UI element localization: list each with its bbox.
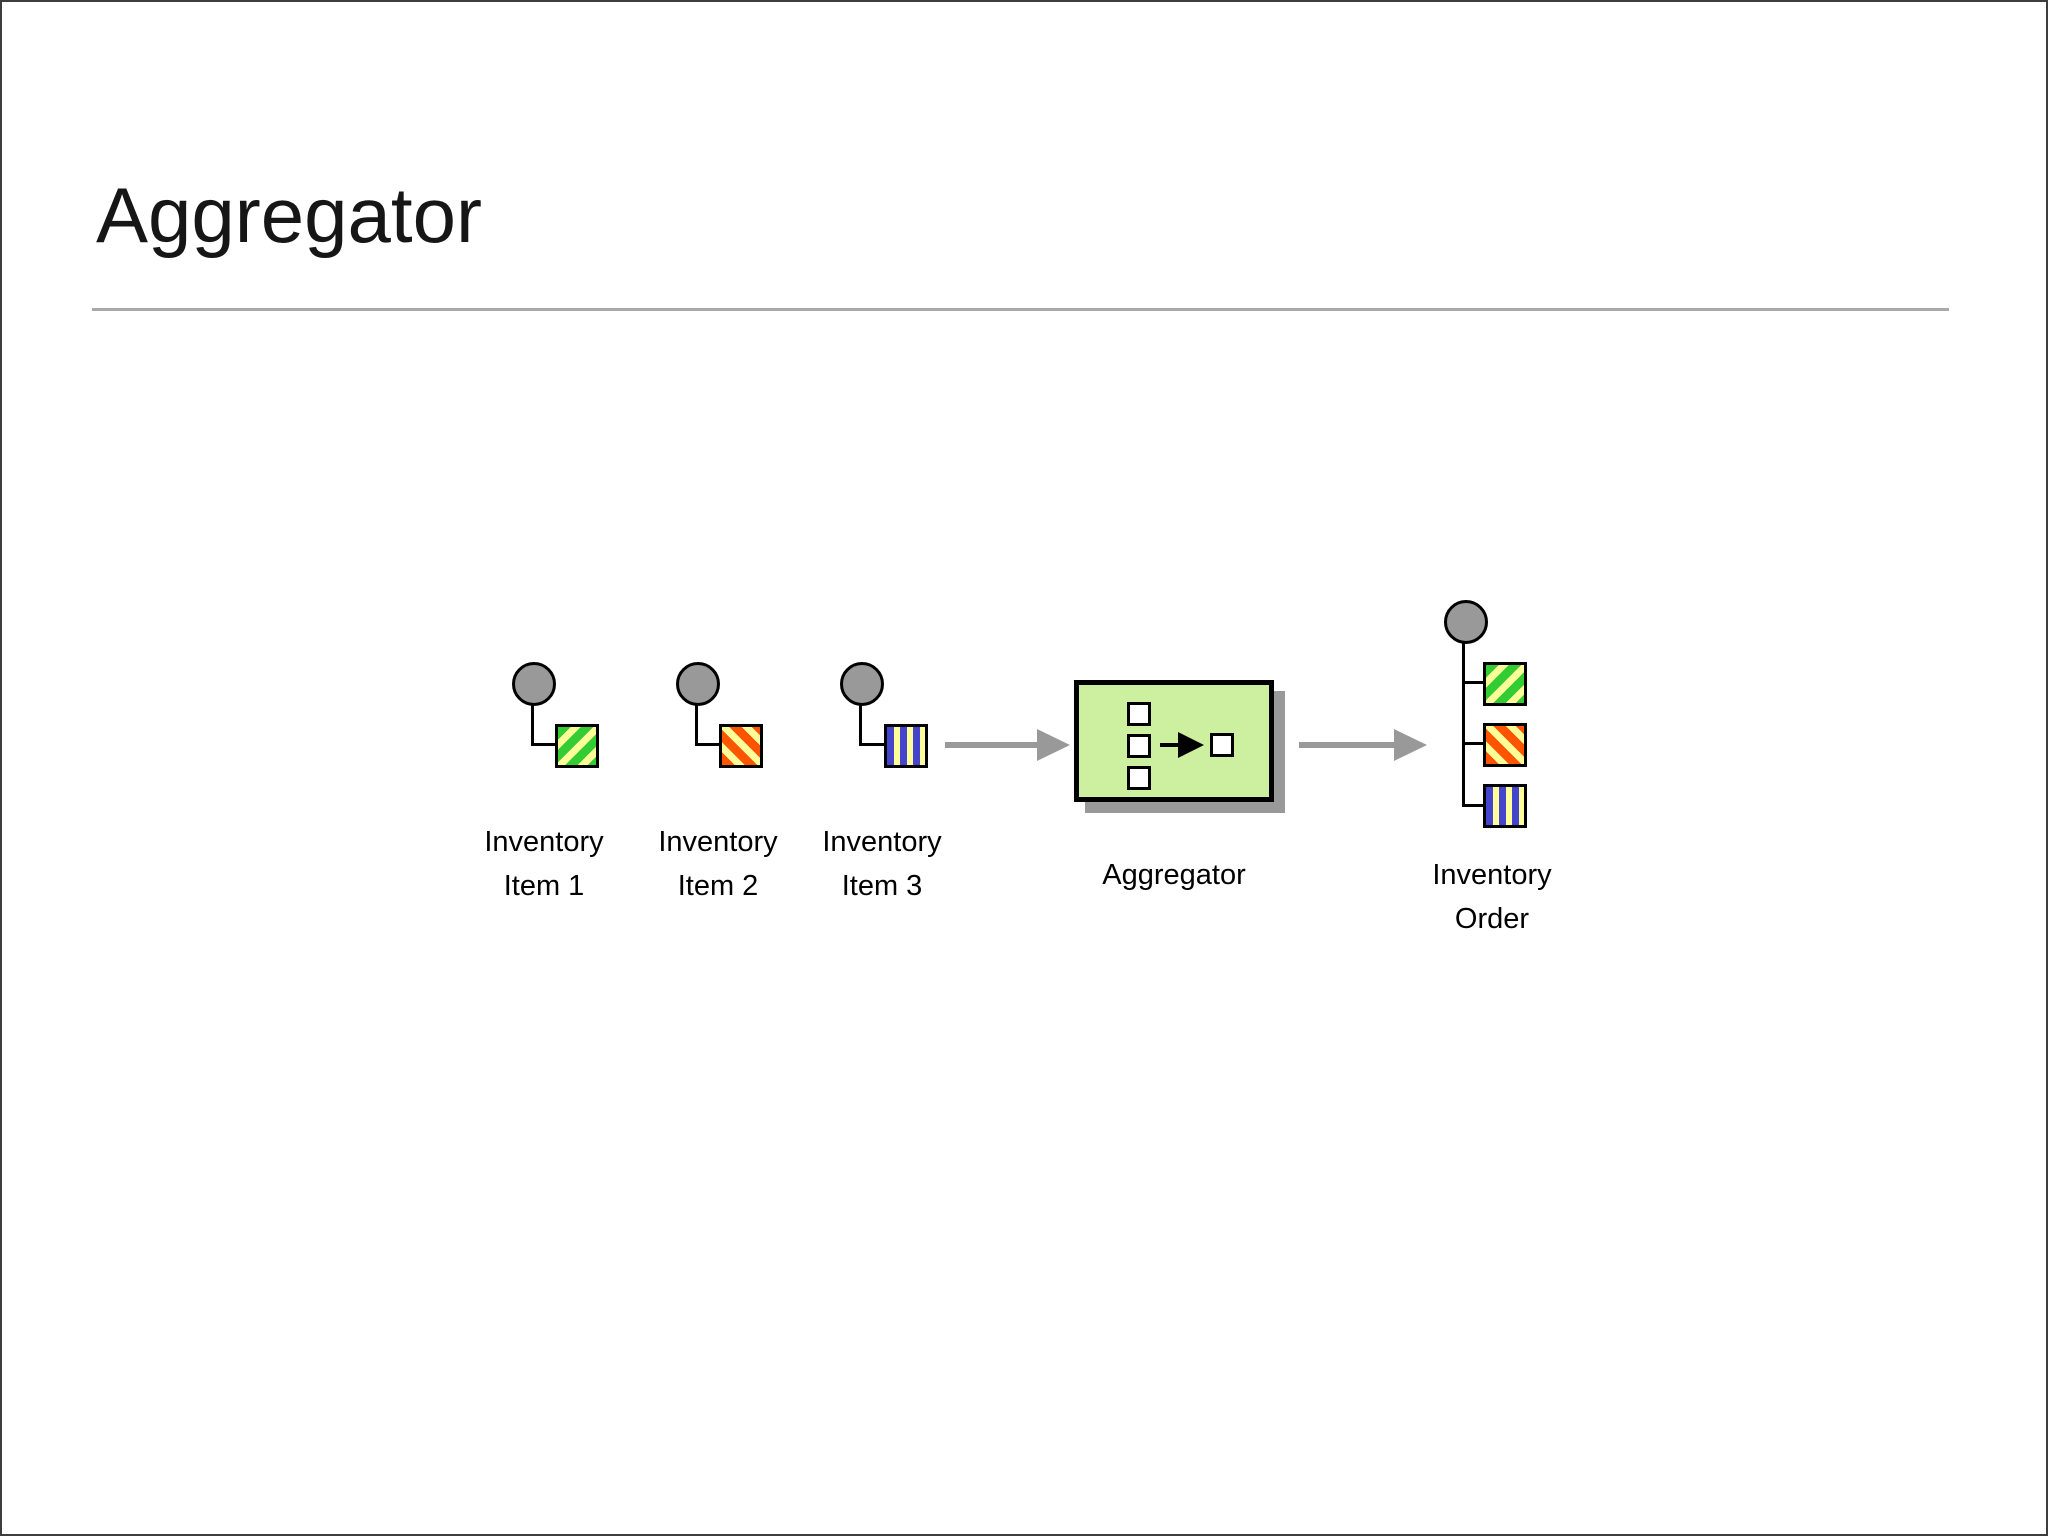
inventory-order-branch-1 [1462, 681, 1485, 684]
input-arrow [945, 742, 1037, 748]
inventory-order-message-1-icon [1483, 662, 1527, 706]
page-title: Aggregator [96, 171, 482, 259]
aggregator-input-square-1-icon [1127, 702, 1151, 726]
inventory-item-1-message-icon [555, 724, 599, 768]
output-arrow-head-icon [1394, 729, 1427, 761]
aggregator-box-icon [1074, 680, 1274, 802]
aggregator-label-text: Aggregator [1102, 859, 1246, 891]
inventory-item-3-label: Inventory Item 3 [772, 820, 992, 908]
inventory-order-endpoint-icon [1444, 600, 1488, 644]
inventory-order-label-line2: Order [1454, 903, 1530, 935]
inventory-item-2-label: Inventory Item 2 [608, 820, 828, 908]
inventory-item-2-label-line1: Inventory [658, 826, 778, 858]
inventory-item-1-connector [531, 704, 534, 746]
inventory-item-3-connector [859, 704, 862, 746]
inventory-item-3-endpoint-icon [840, 662, 884, 706]
inventory-item-1-label-line2: Item 1 [503, 870, 585, 902]
inventory-order-spine [1462, 642, 1465, 807]
inventory-item-1-endpoint-icon [512, 662, 556, 706]
aggregator-input-square-3-icon [1127, 766, 1151, 790]
inventory-item-2-connector [695, 704, 698, 746]
inventory-order-branch-2 [1462, 742, 1485, 745]
aggregator-arrow-icon [1160, 743, 1182, 747]
inventory-item-2-endpoint-icon [676, 662, 720, 706]
inventory-item-3-connector [859, 743, 886, 746]
aggregator-output-square-icon [1210, 733, 1234, 757]
input-arrow-head-icon [1037, 729, 1070, 761]
title-divider [92, 308, 1949, 311]
inventory-item-2-message-icon [719, 724, 763, 768]
inventory-item-1-label: Inventory Item 1 [434, 820, 654, 908]
inventory-item-2-connector [695, 743, 721, 746]
inventory-item-3-label-line2: Item 3 [841, 870, 923, 902]
inventory-order-branch-3 [1462, 804, 1485, 807]
inventory-item-1-connector [531, 743, 557, 746]
aggregator-label: Aggregator [1064, 853, 1284, 897]
inventory-item-2-label-line2: Item 2 [677, 870, 759, 902]
inventory-item-1-label-line1: Inventory [484, 826, 604, 858]
aggregator-input-square-2-icon [1127, 734, 1151, 758]
inventory-order-label: Inventory Order [1382, 853, 1602, 941]
inventory-order-message-3-icon [1483, 784, 1527, 828]
inventory-order-label-line1: Inventory [1432, 859, 1552, 891]
inventory-order-message-2-icon [1483, 723, 1527, 767]
inventory-item-3-label-line1: Inventory [822, 826, 942, 858]
aggregator-arrow-head-icon [1178, 732, 1204, 758]
inventory-item-3-message-icon [884, 724, 928, 768]
output-arrow [1299, 742, 1394, 748]
